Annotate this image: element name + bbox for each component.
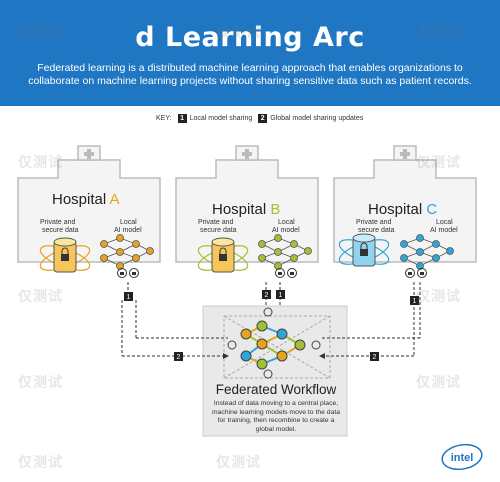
- hospital-a-model-label-2: AI model: [114, 227, 142, 234]
- workflow-title: Federated Workflow: [215, 382, 337, 397]
- hospital-a-label: Hospital A: [52, 191, 120, 208]
- lock-icon: [117, 268, 427, 278]
- legend-key: KEY: 1 Local model sharing 2 Global mode…: [156, 114, 363, 123]
- hospital-b-model-label-2: AI model: [272, 227, 300, 234]
- key-text-global: Global model sharing updates: [270, 115, 364, 122]
- svg-text:1: 1: [279, 292, 283, 299]
- page-subtitle: Federated learning is a distributed mach…: [28, 62, 472, 87]
- marker-2-b: 2: [262, 290, 271, 299]
- database-icon: [338, 233, 390, 267]
- watermark-text: 仅测试: [18, 288, 63, 304]
- watermark-text: 仅测试: [18, 154, 63, 170]
- header-banner: d Learning Arc Federated learning is a d…: [0, 0, 500, 106]
- key-label: KEY:: [156, 115, 172, 122]
- hospital-c-data-label-2: secure data: [358, 227, 395, 234]
- hospital-c-model-label-1: Local: [436, 219, 453, 226]
- svg-text:intel: intel: [451, 452, 474, 464]
- svg-text:2: 2: [373, 354, 377, 361]
- database-icon: [197, 237, 249, 273]
- federated-workflow-box: [202, 305, 348, 437]
- watermark-text: 仅测试: [18, 454, 63, 470]
- watermark-text: 仅测试: [416, 374, 461, 390]
- page-title: d Learning Arc: [135, 22, 365, 53]
- marker-2-a: 2: [174, 352, 183, 361]
- svg-text:1: 1: [413, 298, 417, 305]
- svg-text:2: 2: [177, 354, 181, 361]
- hospital-b-label: Hospital B: [212, 201, 280, 218]
- hospital-c-label: Hospital C: [368, 201, 437, 218]
- hospital-b-building: [175, 145, 319, 263]
- watermark-text: 仅测试: [420, 24, 465, 40]
- neural-network-icon: [400, 234, 454, 270]
- hospital-a-data-label-2: secure data: [42, 227, 79, 234]
- neural-network-icon: [100, 234, 154, 270]
- watermark-text: 仅测试: [416, 288, 461, 304]
- watermark-text: 仅测试: [216, 24, 261, 40]
- key-number-2: 2: [258, 114, 268, 123]
- marker-2-c: 2: [370, 352, 379, 361]
- workflow-description: Instead of data moving to a central plac…: [211, 400, 341, 433]
- database-icon: [39, 237, 91, 273]
- marker-1-b: 1: [276, 290, 285, 299]
- global-model-network-icon: [223, 307, 331, 379]
- hospital-c-model-label-2: AI model: [430, 227, 458, 234]
- hospital-b-data-label-2: secure data: [200, 227, 237, 234]
- intel-logo: intel: [441, 443, 483, 471]
- watermark-text: 仅测试: [18, 374, 63, 390]
- marker-1-c: 1: [410, 296, 419, 305]
- hospital-a-data-label-1: Private and: [40, 219, 76, 226]
- watermark-text: 仅测试: [18, 24, 63, 40]
- svg-text:1: 1: [127, 294, 131, 301]
- watermark-text: 仅测试: [216, 454, 261, 470]
- marker-1-a: 1: [124, 292, 133, 301]
- hospital-a-model-label-1: Local: [120, 219, 137, 226]
- key-item-global: 2 Global model sharing updates: [258, 114, 363, 123]
- key-text-local: Local model sharing: [189, 115, 253, 122]
- key-number-1: 1: [177, 114, 187, 123]
- key-item-local: 1 Local model sharing: [177, 114, 253, 123]
- watermark-text: 仅测试: [416, 154, 461, 170]
- hospital-b-model-label-1: Local: [278, 219, 295, 226]
- hospital-b-data-label-1: Private and: [198, 219, 234, 226]
- svg-text:2: 2: [265, 292, 269, 299]
- neural-network-icon: [258, 234, 312, 270]
- hospital-c-data-label-1: Private and: [356, 219, 392, 226]
